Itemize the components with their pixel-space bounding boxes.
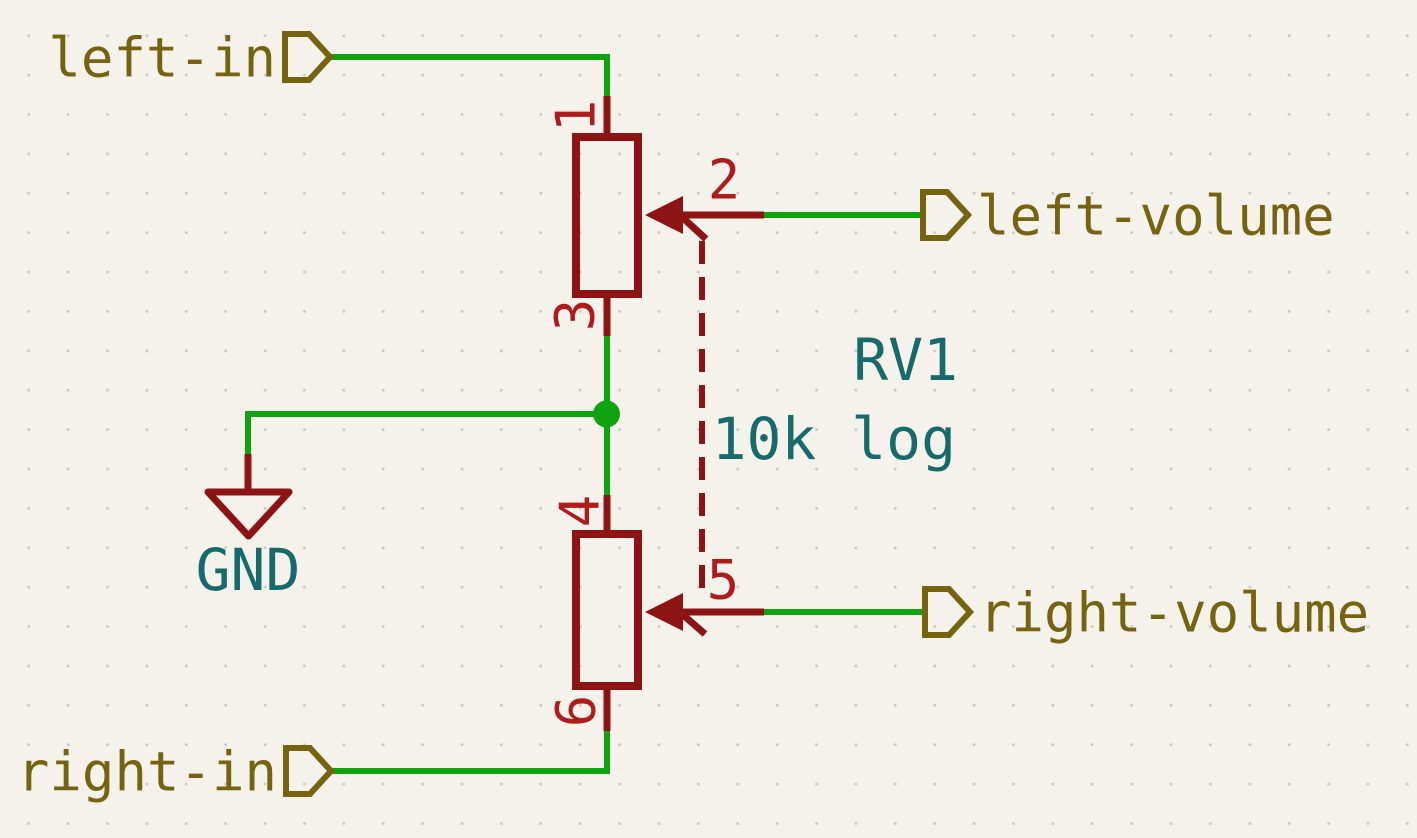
pin-number-1: 1 xyxy=(545,100,608,133)
hier-label-arrow-icon xyxy=(283,745,336,797)
hier-label-arrow-icon xyxy=(282,31,335,83)
wiper-arrow-b xyxy=(645,593,683,631)
potentiometer-rv1-unit-b[interactable]: 4 5 6 xyxy=(545,495,765,731)
wiper-tail-b xyxy=(679,611,708,637)
gnd-power-symbol[interactable]: GND xyxy=(196,454,301,604)
pin-number-4: 4 xyxy=(549,495,612,528)
potentiometer-rv1-unit-a[interactable]: 1 2 3 xyxy=(544,96,765,336)
wire-junction-dot[interactable] xyxy=(593,400,620,428)
hier-label-text: left-in xyxy=(48,27,276,90)
wire-pin6-to-right-in[interactable] xyxy=(331,731,610,774)
hier-label-arrow-icon xyxy=(920,189,973,241)
hier-label-text: right-in xyxy=(17,741,277,804)
hier-label-text: right-volume xyxy=(979,582,1369,645)
gnd-label: GND xyxy=(196,536,301,604)
component-value[interactable]: 10k log xyxy=(712,405,956,473)
hier-label-left-volume[interactable]: left-volume xyxy=(920,185,1335,248)
wire-junction-to-gnd[interactable] xyxy=(245,411,607,456)
pin-number-2: 2 xyxy=(708,149,741,212)
resistor-body-a xyxy=(572,133,642,298)
gnd-triangle-icon xyxy=(204,488,293,540)
wire-left-in-to-pin1[interactable] xyxy=(330,54,610,97)
pin-number-3: 3 xyxy=(544,299,607,332)
pin-number-5: 5 xyxy=(707,549,740,612)
wires xyxy=(245,54,926,774)
hier-label-right-in[interactable]: right-in xyxy=(17,741,336,804)
hier-label-left-in[interactable]: left-in xyxy=(48,27,335,90)
pin-number-6: 6 xyxy=(545,695,608,728)
component-reference[interactable]: RV1 xyxy=(853,326,958,394)
resistor-body-b xyxy=(572,530,642,690)
hier-label-text: left-volume xyxy=(977,185,1335,248)
hier-label-arrow-icon xyxy=(922,586,975,638)
wiper-arrow-a xyxy=(645,196,683,234)
wiper-tail-a xyxy=(680,215,709,242)
hier-label-right-volume[interactable]: right-volume xyxy=(922,582,1369,645)
